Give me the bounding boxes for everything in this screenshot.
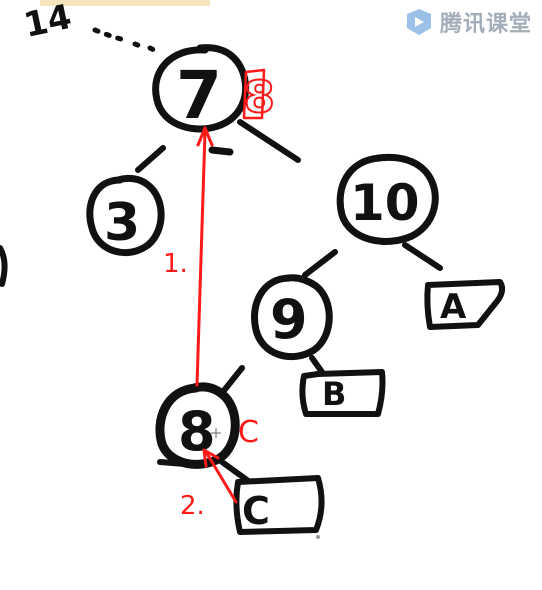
edge-7-10 [237, 119, 301, 163]
watermark-text: 腾讯课堂 [439, 12, 532, 37]
edge-9-B [309, 355, 325, 375]
step-2-label: 2. [180, 491, 205, 521]
node-8: 8 [155, 382, 240, 469]
pen-dot [316, 535, 320, 539]
node-8-red-label: C [238, 415, 259, 450]
leaf-B-label: B [322, 375, 346, 413]
node-7-circle [152, 44, 250, 133]
edge-7-3 [135, 145, 166, 173]
arrow-2-head [202, 448, 220, 468]
leaf-A-label: A [440, 287, 467, 327]
leaf-B-box [299, 369, 386, 417]
node-3-label: 3 [104, 193, 140, 253]
edge-10-A [402, 242, 443, 271]
node-10-label: 10 [350, 174, 420, 232]
node-3: 3 [86, 174, 165, 257]
dotted-edge [92, 27, 161, 55]
leaf-C-box [233, 475, 325, 535]
top-edge-strip [40, 0, 210, 6]
tick-mark [208, 146, 234, 156]
tencent-classroom-logo-icon [406, 9, 431, 35]
node-8-circle [155, 382, 240, 469]
leaf-box-C: C [233, 475, 325, 535]
node-10-circle [336, 153, 439, 245]
node-10: 10 [336, 153, 439, 245]
parent-fragment: 14 [20, 0, 161, 55]
node-9: 9 [251, 274, 333, 361]
node-9-circle [251, 274, 333, 361]
root-annotation-box [242, 68, 266, 120]
tree-edges [135, 119, 443, 483]
leaf-box-A: A [424, 279, 506, 330]
leaf-A-box [424, 279, 506, 330]
cursor-crosshair [211, 428, 221, 438]
edge-10-9 [302, 249, 338, 278]
edge-8-C [219, 459, 250, 483]
arrow-1-head [196, 126, 214, 147]
edge-9-8 [219, 365, 245, 396]
root-annotation-label: 8 [244, 72, 275, 123]
leaf-C-label: C [242, 489, 270, 533]
node-7: 7 [152, 44, 250, 134]
watermark: 腾讯课堂 [404, 6, 532, 38]
arrow-1-line [195, 130, 207, 387]
leaf-box-B: B [299, 369, 386, 417]
offscreen-node-edge [0, 245, 8, 287]
node-7-label: 7 [176, 57, 222, 134]
red-annotations: 8 1. C 2. [163, 68, 276, 521]
arrow-2-line [204, 450, 238, 504]
step-1-label: 1. [163, 249, 188, 279]
parent-fragment-label: 14 [20, 0, 75, 46]
node-3-circle [86, 174, 165, 257]
node-9-label: 9 [270, 288, 308, 351]
